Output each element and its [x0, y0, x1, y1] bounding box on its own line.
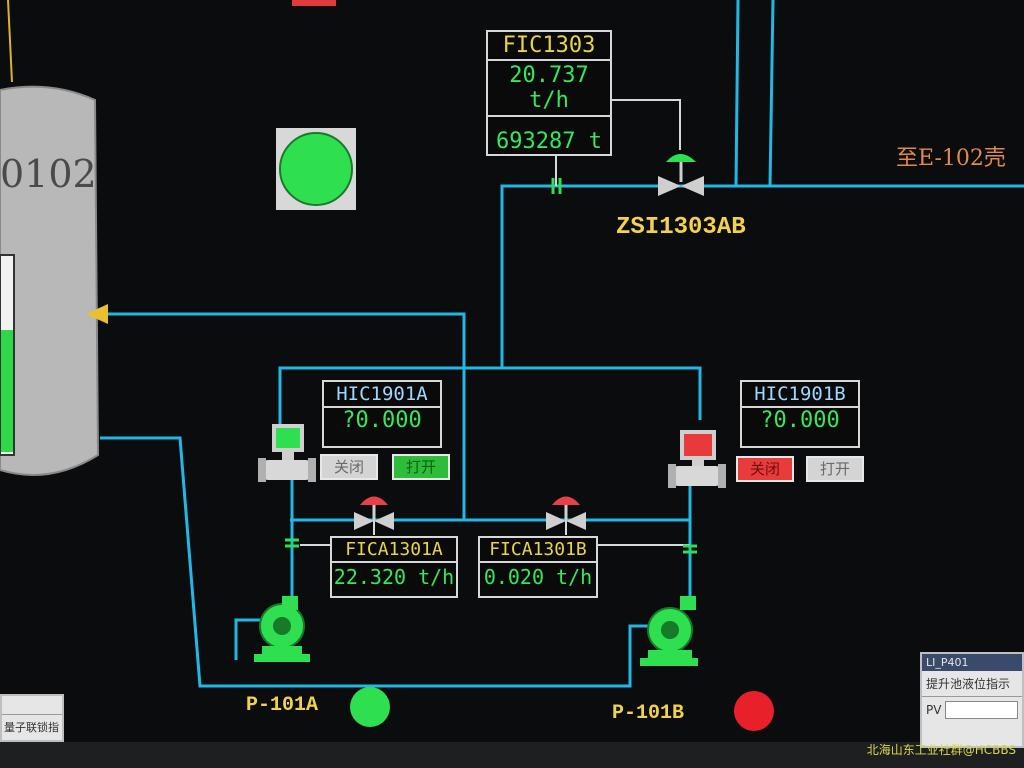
tower-label: 0102: [0, 152, 97, 196]
fica1301b-tag: FICA1301B: [480, 538, 596, 563]
popup-pv-field[interactable]: [945, 701, 1018, 719]
fic1303-tag: FIC1303: [488, 32, 610, 61]
tower-level-bar: [0, 330, 14, 452]
control-valve-icon: [546, 496, 586, 530]
control-valve-icon: [354, 496, 394, 530]
hic1901a-open-button[interactable]: 打开: [392, 454, 450, 480]
level-indicator-popup[interactable]: LI_P401 提升池液位指示 PV: [920, 652, 1024, 748]
hic1901b-tag: HIC1901B: [742, 382, 858, 408]
fica1301b-faceplate[interactable]: FICA1301B 0.020 t/h: [478, 536, 598, 598]
tower-vessel: [0, 85, 100, 476]
pump-icon: [640, 596, 698, 666]
flow-element-markers: [285, 178, 697, 554]
on-off-valve-icon: [668, 430, 726, 488]
pump-a-label: P-101A: [246, 694, 319, 717]
bottom-bezel: [0, 742, 1024, 768]
interlock-popup[interactable]: 量子联锁指: [0, 694, 64, 742]
hic1901a-close-button[interactable]: 关闭: [320, 454, 378, 480]
interlock-popup-text: 量子联锁指: [4, 721, 59, 734]
pump-b-label: P-101B: [612, 702, 685, 725]
hic1901b-value: ?0.000: [760, 408, 840, 433]
pump-b-stopped-indicator: [734, 691, 774, 731]
fica1301a-value: 22.320 t/h: [333, 565, 455, 589]
watermark: 北海山东工业社群@HCBBS: [866, 743, 1016, 757]
hic1901b-open-button[interactable]: 打开: [806, 456, 864, 482]
on-off-valve-icon: [258, 424, 316, 482]
hic1901a-tag: HIC1901A: [324, 382, 440, 408]
fic1303-flow: 20.737 t/h: [488, 61, 610, 117]
fic1303-faceplate[interactable]: FIC1303 20.737 t/h 693287 t: [486, 30, 612, 156]
hic1901a-faceplate[interactable]: HIC1901A ?0.000: [322, 380, 442, 448]
hic1901a-value: ?0.000: [342, 408, 422, 433]
fica1301a-faceplate[interactable]: FICA1301A 22.320 t/h: [330, 536, 458, 598]
popup-title: LI_P401: [922, 654, 1022, 671]
control-valve-icon: [658, 154, 704, 196]
red-arrow-icon: [292, 0, 336, 6]
pump-icon: [254, 596, 310, 662]
signal-lines: [300, 99, 690, 546]
fica1301a-tag: FICA1301A: [332, 538, 456, 563]
flow-arrow-icon: [86, 304, 108, 324]
popup-pv-label: PV: [926, 703, 942, 717]
fic1303-total: 693287 t: [496, 129, 602, 154]
popup-description: 提升池液位指示: [922, 671, 1022, 697]
hic1901b-close-button[interactable]: 关闭: [736, 456, 794, 482]
signal-wire: [7, 0, 13, 83]
hic1901b-faceplate[interactable]: HIC1901B ?0.000: [740, 380, 860, 448]
status-indicator-icon: [276, 128, 356, 210]
pump-a-running-indicator: [350, 687, 390, 727]
valve-zsi1303ab-label: ZSI1303AB: [616, 214, 746, 241]
fica1301b-value: 0.020 t/h: [483, 565, 593, 589]
destination-label: 至E-102壳: [896, 146, 1006, 171]
